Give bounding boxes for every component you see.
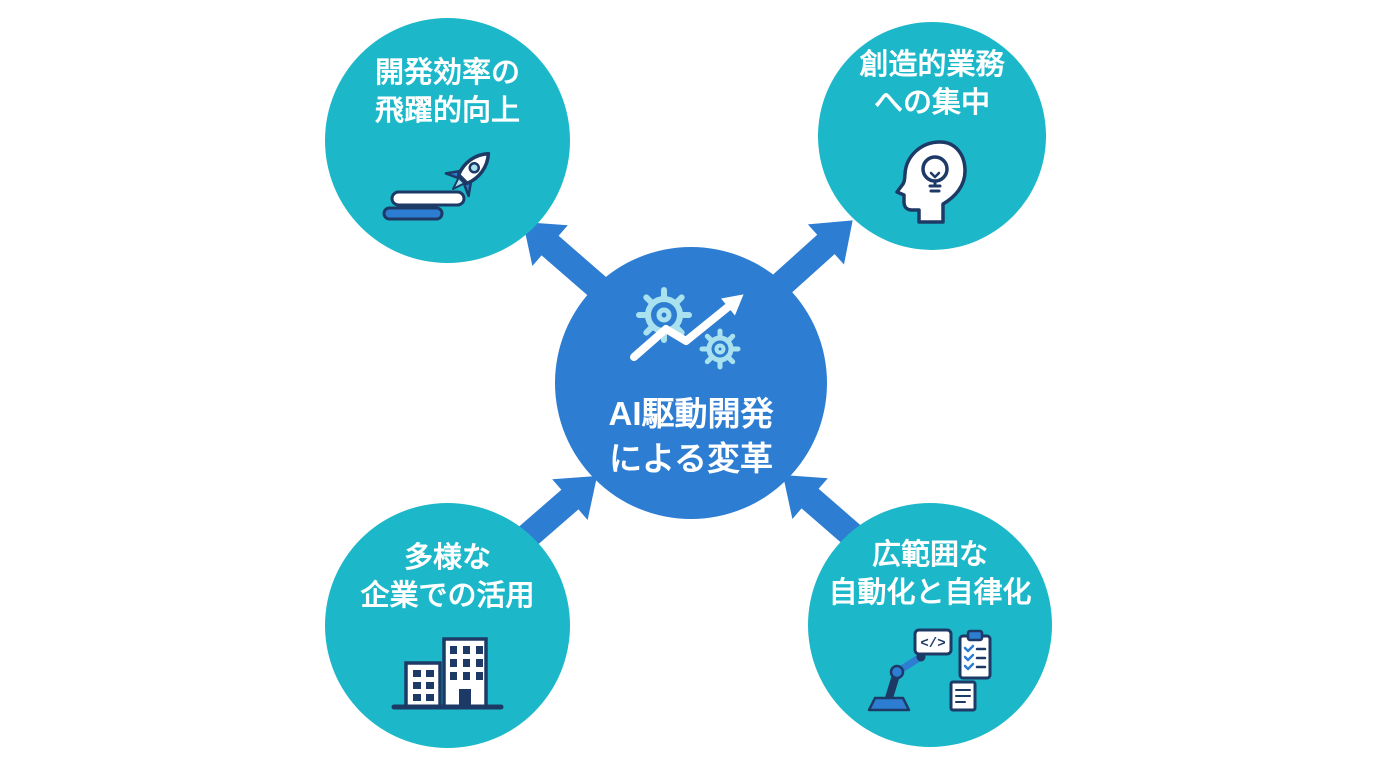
label-line: による変革 xyxy=(608,439,773,477)
code-tag-text: </> xyxy=(920,636,945,652)
head-lightbulb-icon xyxy=(894,140,967,225)
node-label: 開発効率の 飛躍的向上 xyxy=(375,54,520,131)
label-line: への集中 xyxy=(873,87,990,119)
gears-growth-arrow-icon xyxy=(630,286,744,370)
label-line: 企業での活用 xyxy=(360,580,535,612)
node-label: 創造的業務 への集中 xyxy=(859,46,1004,123)
rocket-progress-icon xyxy=(382,152,491,221)
node-label: 多様な 企業での活用 xyxy=(360,539,534,616)
node-diverse-companies: 多様な 企業での活用 xyxy=(325,503,570,748)
label-line: 創造的業務 xyxy=(859,48,1005,81)
label-line: 多様な xyxy=(403,541,491,574)
node-ai-driven-development: AI駆動開発 による変革 xyxy=(555,247,827,519)
center-label: AI駆動開発 による変革 xyxy=(609,392,774,481)
label-line: 開発効率の xyxy=(374,56,520,89)
robot-arm-checklist-icon: </> xyxy=(867,628,991,712)
office-buildings-icon xyxy=(391,637,504,710)
label-line: AI駆動開発 xyxy=(608,394,774,432)
label-line: 自動化と自律化 xyxy=(828,577,1032,609)
node-label: 広範囲な 自動化と自律化 xyxy=(828,536,1031,613)
label-line: 飛躍的向上 xyxy=(374,95,520,127)
node-automation-autonomy: 広範囲な 自動化と自律化 </> xyxy=(808,503,1052,747)
node-dev-efficiency: 開発効率の 飛躍的向上 xyxy=(325,18,570,263)
node-creative-focus: 創造的業務 への集中 xyxy=(818,22,1046,250)
label-line: 広範囲な xyxy=(871,538,988,571)
